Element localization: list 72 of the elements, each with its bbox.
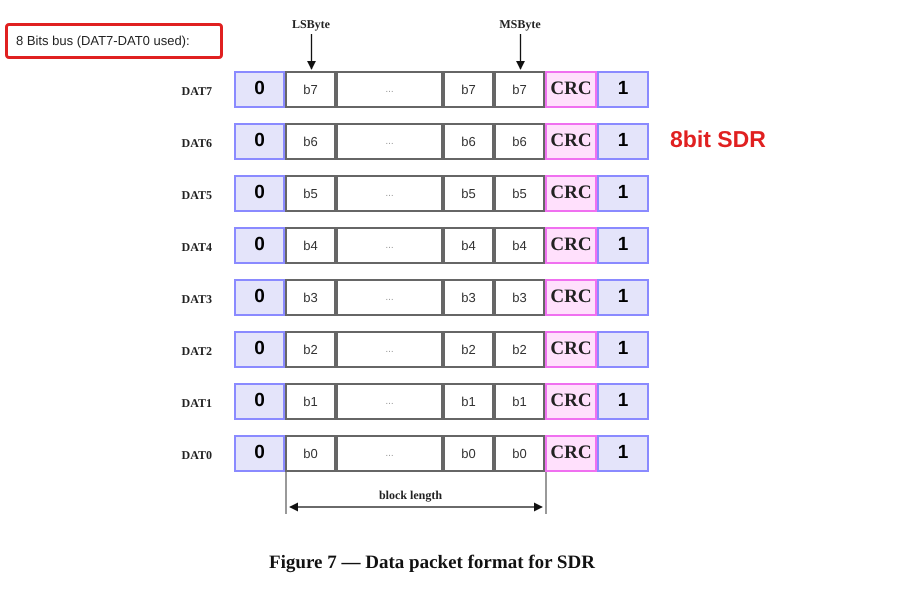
bit-cell: 0 — [234, 279, 285, 316]
ellipsis-cell: ... — [336, 279, 443, 316]
bit-cell: 1 — [597, 123, 649, 160]
row-label: DAT0 — [180, 447, 212, 464]
bit-cell: 0 — [234, 435, 285, 472]
bit-cell: 1 — [597, 175, 649, 212]
byte-marker-label: MSByte — [490, 15, 550, 33]
bus-note-box: 8 Bits bus (DAT7-DAT0 used): — [5, 23, 223, 59]
bit-cell: 0 — [234, 227, 285, 264]
bit-cell: b7 — [494, 71, 545, 108]
bit-cell: b3 — [443, 279, 494, 316]
row-label: DAT2 — [180, 343, 212, 360]
bit-cell: b5 — [443, 175, 494, 212]
bit-cell: b4 — [494, 227, 545, 264]
ellipsis-cell: ... — [336, 175, 443, 212]
ellipsis-cell: ... — [336, 331, 443, 368]
row-label: DAT4 — [180, 239, 212, 256]
bit-cell: b3 — [494, 279, 545, 316]
dimension-label: block length — [379, 487, 442, 504]
row-label: DAT5 — [180, 187, 212, 204]
arrow — [306, 34, 316, 70]
bit-cell: 0 — [234, 71, 285, 108]
mode-label: 8bit SDR — [670, 125, 766, 154]
crc-cell: CRC — [545, 383, 597, 420]
bit-cell: b7 — [285, 71, 336, 108]
crc-cell: CRC — [545, 435, 597, 472]
bit-cell: b6 — [494, 123, 545, 160]
crc-cell: CRC — [545, 279, 597, 316]
bit-cell: b1 — [494, 383, 545, 420]
bit-cell: b0 — [494, 435, 545, 472]
bit-cell: b0 — [285, 435, 336, 472]
row-label: DAT7 — [180, 83, 212, 100]
row-label: DAT3 — [180, 291, 212, 308]
row-label: DAT1 — [180, 395, 212, 412]
bit-cell: 1 — [597, 71, 649, 108]
bit-cell: 1 — [597, 227, 649, 264]
bit-cell: b5 — [285, 175, 336, 212]
bit-cell: b4 — [443, 227, 494, 264]
bit-cell: b7 — [443, 71, 494, 108]
bit-cell: b6 — [285, 123, 336, 160]
bit-cell: 1 — [597, 279, 649, 316]
bit-cell: b2 — [285, 331, 336, 368]
bit-cell: b4 — [285, 227, 336, 264]
ellipsis-cell: ... — [336, 71, 443, 108]
bit-cell: b1 — [285, 383, 336, 420]
bit-cell: b1 — [443, 383, 494, 420]
ellipsis-cell: ... — [336, 227, 443, 264]
ellipsis-cell: ... — [336, 123, 443, 160]
bit-cell: b5 — [494, 175, 545, 212]
crc-cell: CRC — [545, 123, 597, 160]
bit-cell: b2 — [494, 331, 545, 368]
row-label: DAT6 — [180, 135, 212, 152]
byte-marker-label: LSByte — [281, 15, 341, 33]
bit-cell: 1 — [597, 331, 649, 368]
crc-cell: CRC — [545, 175, 597, 212]
bit-cell: 0 — [234, 123, 285, 160]
crc-cell: CRC — [545, 71, 597, 108]
crc-cell: CRC — [545, 227, 597, 264]
bit-cell: b2 — [443, 331, 494, 368]
bit-cell: b6 — [443, 123, 494, 160]
bit-cell: 0 — [234, 383, 285, 420]
crc-cell: CRC — [545, 331, 597, 368]
bit-cell: 1 — [597, 383, 649, 420]
bit-cell: 1 — [597, 435, 649, 472]
ellipsis-cell: ... — [336, 435, 443, 472]
ellipsis-cell: ... — [336, 383, 443, 420]
bit-cell: b3 — [285, 279, 336, 316]
figure-caption: Figure 7 — Data packet format for SDR — [269, 551, 595, 575]
bit-cell: 0 — [234, 331, 285, 368]
bit-cell: 0 — [234, 175, 285, 212]
bit-cell: b0 — [443, 435, 494, 472]
arrow — [516, 34, 526, 70]
